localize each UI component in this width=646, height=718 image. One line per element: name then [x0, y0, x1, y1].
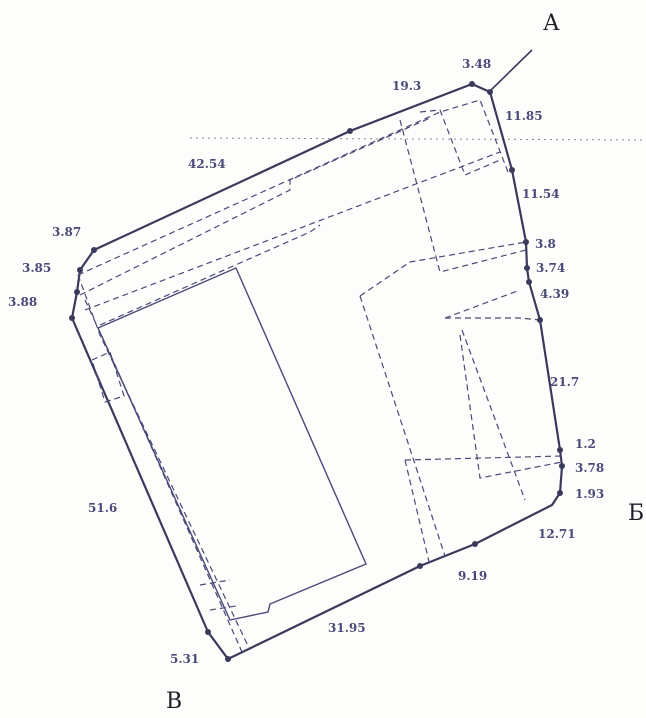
segment-label: 3.88 — [8, 295, 37, 309]
corner-label-a: А — [543, 11, 560, 36]
segment-label: 1.93 — [575, 487, 604, 501]
segment-label: 12.71 — [538, 527, 576, 541]
segment-label: 1.2 — [575, 437, 596, 451]
survey-points — [69, 81, 565, 662]
segment-label: 51.6 — [88, 501, 117, 515]
segment-label: 3.8 — [535, 237, 556, 251]
dashed-structures — [77, 99, 563, 653]
segment-label: 42.54 — [188, 157, 226, 171]
segment-label: 3.87 — [52, 225, 81, 239]
corner-label-v: В — [166, 689, 182, 714]
segment-label: 9.19 — [458, 569, 487, 583]
reference-line — [189, 137, 646, 141]
segment-label: 5.31 — [170, 652, 199, 666]
segment-label: 4.39 — [540, 287, 569, 301]
segment-label: 3.78 — [575, 461, 604, 475]
segment-label: 3.48 — [462, 57, 491, 71]
plot-boundary — [70, 82, 564, 661]
corner-label-b: Б — [628, 501, 644, 526]
segment-label: 21.7 — [550, 375, 579, 389]
segment-label: 3.74 — [536, 261, 565, 275]
direction-line-a — [489, 49, 533, 92]
segment-label: 19.3 — [392, 79, 421, 93]
segment-label: 3.85 — [22, 261, 51, 275]
segment-label: 31.95 — [328, 621, 366, 635]
building-footprint — [97, 267, 367, 621]
segment-label: 11.54 — [522, 187, 560, 201]
segment-label: 11.85 — [505, 109, 543, 123]
